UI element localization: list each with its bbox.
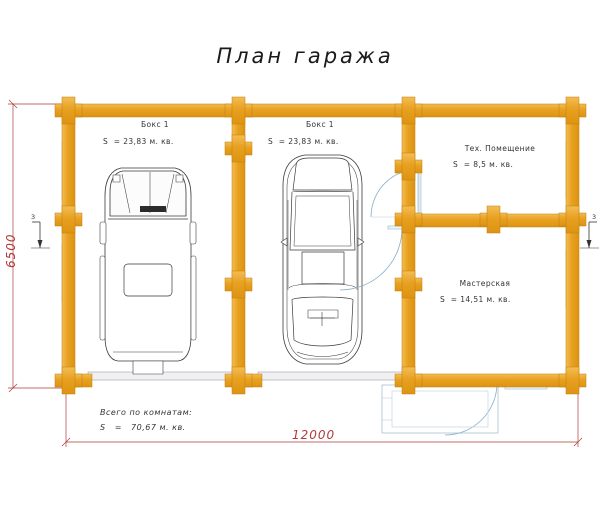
joint-partition2-mid: [394, 205, 423, 234]
room-label-masterskaya: Мастерская: [459, 279, 511, 288]
wall-exterior-top: [65, 103, 579, 118]
joint-tech-workshop-mid: [479, 205, 508, 234]
wall-exterior-right: [565, 103, 580, 389]
joint-top-partition-1: [224, 96, 253, 125]
joint-partition1-lower: [224, 270, 253, 299]
section-marker-left: [31, 221, 50, 249]
joint-right-mid: [558, 205, 587, 234]
joint-bottom-partition-1: [224, 366, 253, 395]
entrance-porch: [381, 384, 499, 434]
joint-top-right: [558, 96, 587, 125]
room-label-boks-1: Бокс 1: [141, 120, 169, 129]
garage-door-box2: [257, 371, 407, 381]
room-area-masterskaya: S = 14,51 м. кв.: [440, 295, 511, 304]
vehicle-van-box1: [99, 167, 197, 375]
section-marker-right: [580, 221, 599, 249]
joint-left-mid: [54, 205, 83, 234]
joint-bottom-partition-2: [394, 366, 423, 395]
wall-exterior-left: [61, 103, 76, 389]
log-cross-joints: [54, 96, 587, 395]
vehicle-sedan-box2: [280, 154, 365, 365]
dimension-width-label: 12000: [292, 428, 336, 442]
dimension-lines: [8, 99, 583, 447]
total-area: S = 70,67 м. кв.: [100, 423, 186, 432]
room-area-teh-pomeschenie: S = 8,5 м. кв.: [453, 160, 514, 169]
door-arc-entrance: [444, 382, 498, 436]
wall-exterior-bottom-right: [401, 373, 579, 388]
joint-partition2-lower: [394, 270, 423, 299]
door-leaf-tech-room: [417, 168, 422, 218]
dimension-height-label: 6500: [4, 233, 18, 268]
room-area-boks-2: S = 23,83 м. кв.: [268, 137, 339, 146]
joint-bottom-right: [558, 366, 587, 395]
page-title: План гаража: [216, 44, 394, 68]
door-arc-workshop: [339, 227, 403, 291]
joint-top-partition-2: [394, 96, 423, 125]
total-caption: Всего по комнатам:: [100, 408, 193, 417]
room-area-boks-1: S = 23,83 м. кв.: [103, 137, 174, 146]
section-marker-left-label: 3: [31, 213, 36, 221]
joint-partition1-upper: [224, 134, 253, 163]
section-marker-right-label: 3: [592, 213, 597, 221]
joint-bottom-left: [54, 366, 83, 395]
room-label-boks-2: Бокс 1: [306, 120, 334, 129]
joint-top-left: [54, 96, 83, 125]
joint-partition2-top: [394, 152, 423, 181]
room-label-teh-pomeschenie: Тех. Помещение: [464, 144, 536, 153]
door-leaf-workshop: [387, 225, 403, 230]
wall-partition-box2-workshop: [401, 103, 416, 388]
